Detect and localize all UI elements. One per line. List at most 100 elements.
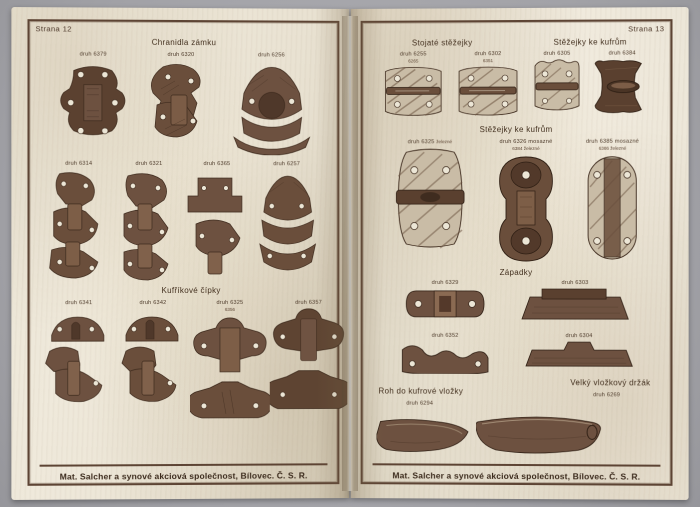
right-footer-rule [372,463,661,467]
product-cell[interactable]: druh 6326 mosazné 6384 železné [493,139,559,263]
right-row-zapadky-1: druh 6329 druh 6303 [369,280,665,323]
product-code: druh 6325 6356 [216,300,243,314]
product-illustration-catch-wave [398,340,492,374]
product-code: druh 6341 [65,300,93,307]
product-code: druh 6342 [139,299,167,307]
product-illustration-bracket [187,177,243,275]
left-page: Strana 12 Chranidla zámku druh 6379 [11,7,350,500]
product-code: druh 6326 mosazné 6384 železné [500,139,553,153]
left-row-3: druh 6341 [36,300,348,425]
section-title-kufrikove-cipky: Kufříkové čípky [161,285,221,295]
product-cell[interactable]: druh 6321 [114,161,184,284]
section-title-stojate-stezejky: Stojaté stěžejky [411,38,473,48]
product-code: druh 6302 6351 [475,51,502,65]
product-illustration-hinge-dark [593,57,651,115]
product-illustration-clasp [150,64,201,138]
product-code: druh 6257 [273,161,301,168]
product-cell[interactable]: druh 6304 [524,333,634,370]
product-illustration-hinge [381,65,445,117]
product-code-alt: 6351 [482,58,494,64]
product-illustration-cipek [121,316,179,402]
product-cell[interactable]: druh 6352 [398,333,492,374]
product-illustration-latch [123,173,169,281]
product-illustration-clasp [259,176,318,271]
product-illustration-tray [476,408,602,455]
product-cell[interactable]: druh 6303 [520,280,630,323]
right-footer-text: Mat. Salcher a synové akciová společnost… [392,470,641,482]
product-code-main: druh 6302 [474,51,502,58]
section-title-stezejky-ke-kufrum-2: Stěžejky ke kufrům [479,124,553,135]
product-illustration-hinge [534,59,579,111]
product-illustration-catch [402,287,488,321]
product-cell[interactable]: druh 6314 [44,161,114,284]
product-illustration-hinge-oval [499,156,553,262]
product-illustration-catch-bar [524,340,634,370]
product-cell[interactable]: druh 6257 [250,161,324,284]
product-code-alt: 6265 [408,58,419,64]
product-code-alt: 6356 [224,306,236,312]
product-code-main: druh 6326 mosazné [499,138,553,146]
left-row-2: druh 6314 [36,161,332,284]
product-cell[interactable]: druh 6325 železné [390,139,470,250]
product-illustration-corner-insert [376,415,473,453]
section-title-zapadky: Západky [499,267,533,277]
left-footer-text: Mat. Salcher a synové akciová společnost… [59,470,308,482]
left-page-number: Strana 12 [35,24,72,34]
product-cell[interactable]: druh 6342 [116,300,190,407]
product-cell[interactable]: druh 6341 [42,300,116,407]
section-title-velky-vlozkovy-drzak: Velký vložkový držák [570,378,651,388]
section-title-stezejky-ke-kufrum-1: Stěžejky ke kufrům [553,37,627,47]
product-illustration-catch [520,287,630,323]
product-code: druh 6304 [565,333,593,340]
product-cell[interactable]: druh 6385 mosazné 6386 železné [582,139,642,263]
product-code-alt: 6386 železné [598,145,627,151]
product-cell[interactable]: druh 6320 [141,52,221,151]
product-illustration-cipek-bottom [189,381,270,419]
product-cell[interactable]: druh 6325 6356 [189,300,270,424]
product-code: druh 6365 [203,161,231,168]
product-illustration-hinge-oval [582,153,642,263]
right-row-1: druh 6255 6265 [369,50,665,117]
product-illustration-latch [49,171,99,278]
product-cell[interactable]: druh 6256 [230,52,314,156]
product-illustration-clasp [233,67,311,156]
product-code-main: druh 6385 mosazné [585,138,640,145]
right-row-zapadky-2: druh 6352 druh 6304 [369,333,665,375]
product-cell[interactable]: druh 6379 [54,51,132,144]
catalog-spread: Strana 12 Chranidla zámku druh 6379 [11,7,689,500]
product-code-main: druh 6255 [399,51,427,58]
product-cell[interactable]: druh 6384 [593,50,651,115]
product-code: druh 6357 [295,299,323,306]
product-cell[interactable]: druh 6305 [531,51,583,114]
product-illustration-cipek [42,315,105,402]
product-illustration-hinge-large [390,146,470,249]
product-code: druh 6352 [431,332,459,339]
product-illustration-hinge [459,66,518,116]
product-code: druh 6329 [431,279,459,286]
product-code-main: druh 6325 [407,139,435,146]
product-cell[interactable]: druh 6302 6351 [455,51,521,117]
section-title-roh-do-kufrove-vlozky: Roh do kufrové vložky [378,386,464,396]
left-page-frame: Strana 12 Chranidla zámku druh 6379 [27,19,348,486]
right-page: Strana 13 Stojaté stěžejky Stěžejky ke k… [350,7,689,500]
product-code: druh 6303 [561,279,589,286]
product-illustration-clasp [60,66,126,135]
product-code-alt: 6384 železné [512,145,540,151]
product-illustration-corner-bottom [269,369,348,415]
product-cell[interactable]: druh 6329 [402,280,488,321]
left-footer-rule [39,463,328,467]
right-page-frame: Strana 13 Stojaté stěžejky Stěžejky ke k… [360,19,673,486]
product-cell[interactable]: druh 6255 6265 [381,51,445,117]
right-page-number: Strana 13 [628,24,665,34]
product-code: druh 6321 [135,160,163,167]
product-cell[interactable]: druh 6357 [269,299,348,415]
product-code: druh 6314 [65,160,93,167]
product-code: druh 6255 6265 [400,51,427,65]
left-row-1: druh 6379 [36,51,332,156]
product-illustration-cipek-top [193,317,268,373]
product-illustration-corner-top [270,307,348,363]
product-code: druh 6385 mosazné 6386 železné [586,139,639,153]
product-code-material: železné [436,139,453,145]
product-cell[interactable]: druh 6365 [184,161,250,284]
product-code-main: druh 6325 [216,299,244,306]
